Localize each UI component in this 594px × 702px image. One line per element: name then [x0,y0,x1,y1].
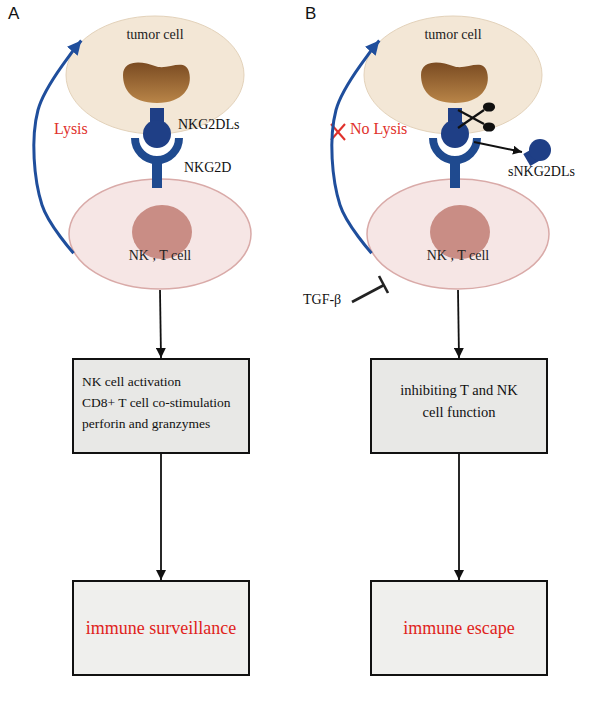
cell-label: tumor cell [363,27,543,43]
flow-arrow [458,454,460,580]
immune-cell-outline [366,178,550,290]
edge-label: No Lysis [350,120,407,138]
cell-label: tumor cell [65,27,245,43]
text-holder: NK , T cell [366,248,550,264]
effect-box: NK cell activationCD8+ T cell co-stimula… [72,358,250,454]
outcome-box: immune surveillance [72,580,250,676]
flow-arrow [160,454,162,580]
shedding-arrow [474,142,522,152]
outcome-box: immune escape [370,580,548,676]
cell-body [66,16,244,134]
soluble-ligand-label: sNKG2DLs [508,164,575,180]
cell-body [364,16,542,134]
text-holder: tumor cell [363,27,543,43]
outcome-text: immune escape [403,618,514,639]
cell-label: NK , T cell [68,248,252,264]
box-text: NK cell activation [82,372,242,393]
box-text: inhibiting T and NK cell function [394,380,524,424]
text-holder: inhibiting T and NK cell function [372,360,546,424]
outcome-text: immune surveillance [86,618,236,639]
text-holder: immune escape [372,582,546,674]
text-holder: NK , T cell [68,248,252,264]
nucleus [123,62,190,103]
panel-letter: A [8,4,19,24]
cell-body [367,179,549,289]
box-text: CD8+ T cell co-stimulation [82,393,242,414]
ligand-label: NKG2DLs [178,117,239,133]
nucleus [421,62,488,103]
receptor-cup [433,138,477,160]
immune-cell: NK , T cell [68,178,252,290]
receptor-cup [135,138,179,160]
inhibition-line [352,276,388,302]
receptor-label: NKG2D [184,160,231,176]
soluble-ligand [523,139,551,166]
tumor-cell: tumor cell [363,15,543,135]
flow-arrow [458,290,459,358]
box-text: perforin and granzymes [82,414,242,435]
cell-label: NK , T cell [366,248,550,264]
flow-arrow [160,290,161,358]
block-cross [331,124,345,140]
panel-letter: B [305,4,316,24]
text-holder: tumor cell [65,27,245,43]
edge-label: Lysis [54,120,88,138]
cell-body [69,179,251,289]
cytokine-label: TGF-β [303,292,341,308]
text-holder: immune surveillance [74,582,248,674]
immune-cell-outline [68,178,252,290]
effect-box: inhibiting T and NK cell function [370,358,548,454]
text-holder: NK cell activationCD8+ T cell co-stimula… [74,360,248,435]
immune-cell: NK , T cell [366,178,550,290]
